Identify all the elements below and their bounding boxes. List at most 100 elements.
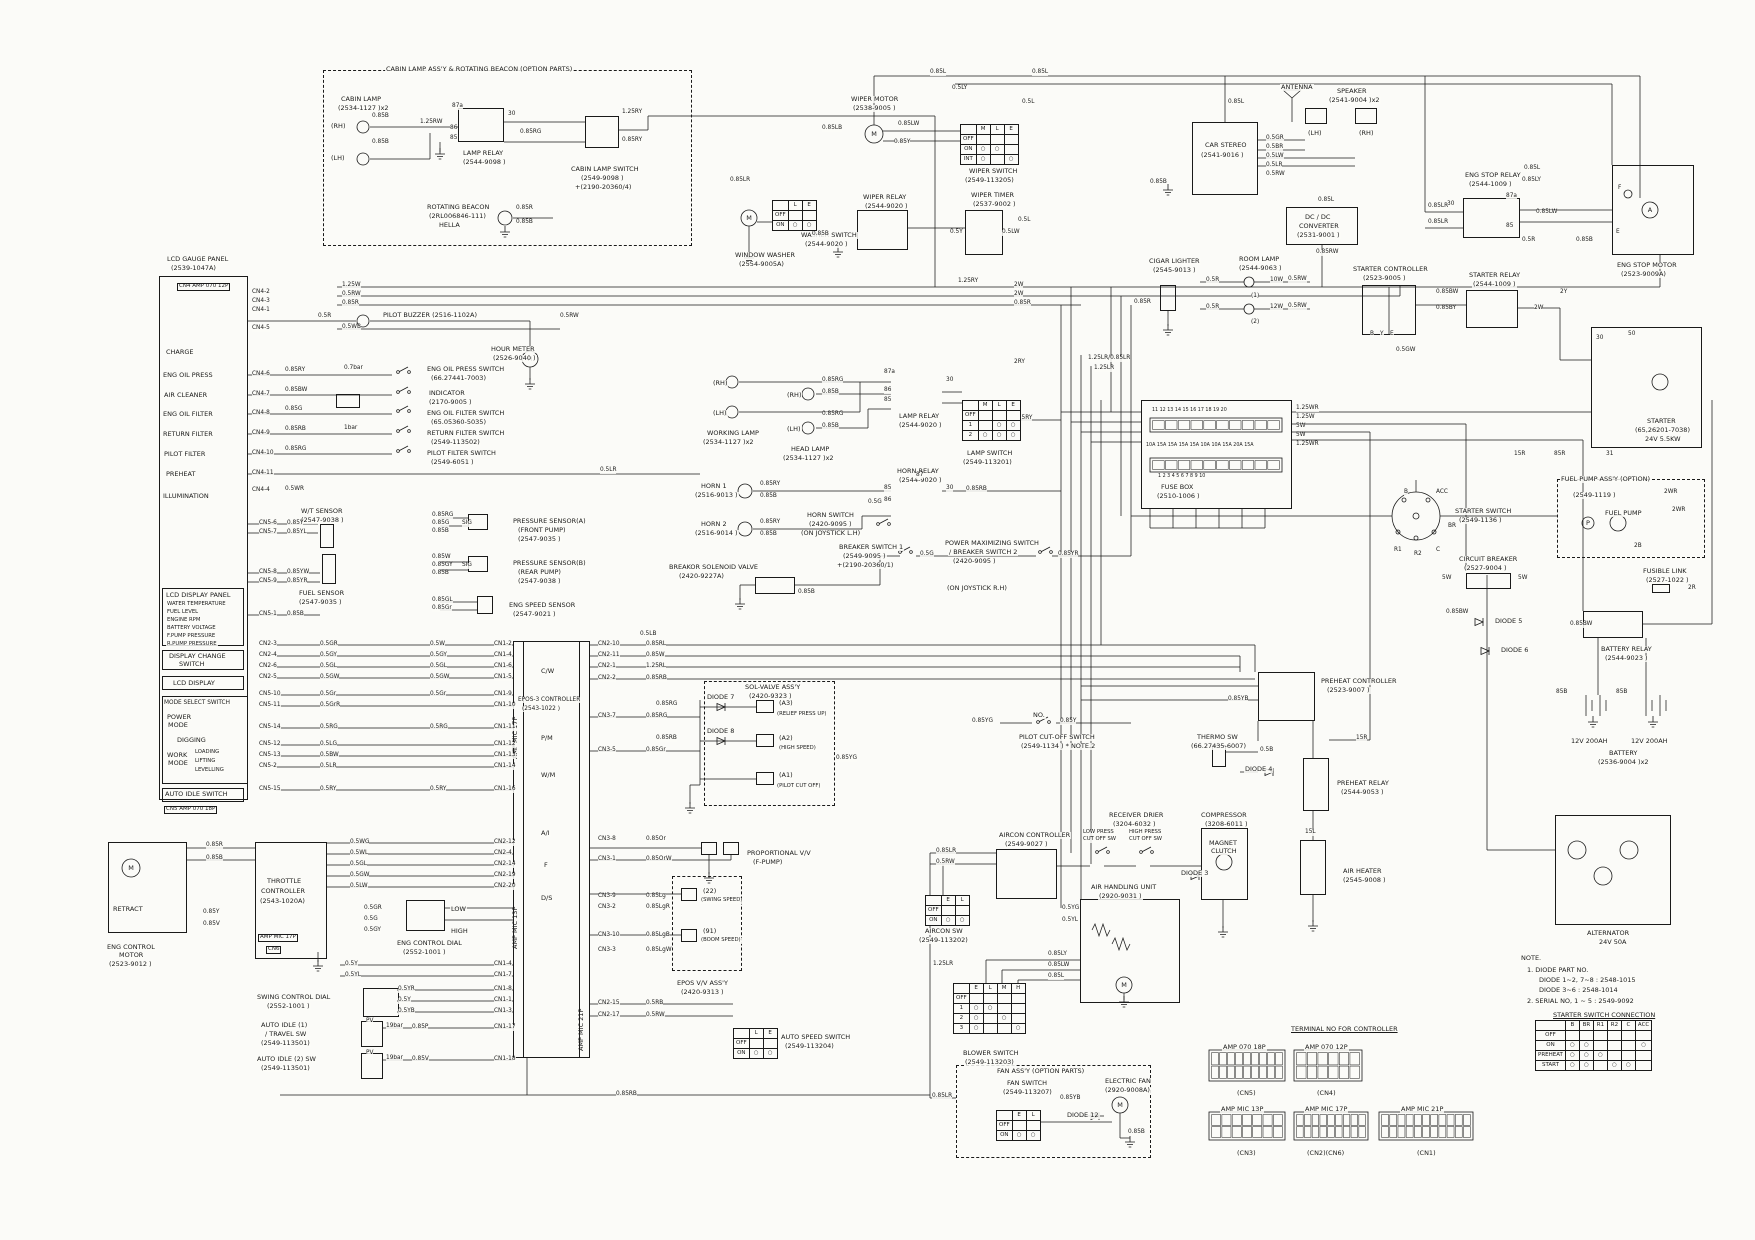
diagram-label: CONVERTER <box>1298 222 1340 230</box>
wire-label: R1 <box>1394 547 1402 554</box>
wire-label: 1bar <box>344 425 358 432</box>
wire-label: CN4-7 <box>252 391 270 398</box>
wire-label: 0.85RY <box>285 367 306 374</box>
wire-label: 0.5RY <box>320 786 337 793</box>
diagram-label: P/M <box>540 734 554 742</box>
switch-contact <box>407 449 411 453</box>
diagram-label: (2549-113202) <box>918 936 969 944</box>
pin-cell <box>1219 1065 1227 1079</box>
wire-label: 0.85V <box>203 921 220 928</box>
speaker-rh-body <box>1355 108 1377 124</box>
pin-cell <box>1229 460 1242 470</box>
wire-label: 0.85L <box>1032 69 1049 76</box>
wire-label: CN3-3 <box>598 947 616 954</box>
auto-idle-2-sym <box>361 1053 383 1079</box>
diagram-label: FUEL PUMP ASS'Y (OPTION) <box>1560 475 1652 483</box>
wire-label: CN5-2 <box>259 763 277 770</box>
wire-label: 0.5R <box>318 313 332 320</box>
component-circle <box>356 152 370 166</box>
symbol-letter: M <box>128 864 134 872</box>
pin-cell <box>1231 1126 1242 1138</box>
wire-label: 0.5Gr <box>430 691 447 698</box>
wire-label: 85R <box>1554 451 1566 458</box>
component-circle <box>1651 373 1669 391</box>
switch-contact <box>396 390 400 394</box>
diagram-label: WORK <box>166 751 189 759</box>
wire-label: 0.85YR <box>287 578 308 585</box>
wire-label: 2RY <box>1014 359 1025 366</box>
wire-label: 0.85RG <box>822 411 844 418</box>
diagram-label: AIR CLEANER <box>163 391 209 399</box>
diagram-label: WIPER TIMER <box>970 191 1016 199</box>
wire-label: CN4-5 <box>252 325 270 332</box>
wire-label: 0.85R <box>516 205 533 212</box>
pin-cell <box>1446 1126 1455 1138</box>
diagram-label: PILOT FILTER <box>163 450 207 458</box>
diode-icon <box>716 702 726 712</box>
diagram-label: LEVELLING <box>194 767 225 774</box>
switch-icon <box>399 425 409 431</box>
diagram-label: C/W <box>540 667 556 675</box>
diagram-label: (RELIEF PRESS UP) <box>776 711 828 718</box>
pin-cell <box>1190 420 1203 430</box>
component-circle <box>356 120 370 134</box>
wire-label: 0.5RG <box>320 724 338 731</box>
wire-label: 0.85BY <box>1436 305 1457 312</box>
throttle-controller <box>255 842 327 959</box>
diagram-label: (2523-9012 ) <box>108 960 153 968</box>
pin-grid <box>1378 1111 1474 1141</box>
wire-label: CN5-15 <box>259 786 281 793</box>
wire-label: 0.5R <box>1206 277 1220 284</box>
pin-cell <box>1273 1126 1283 1138</box>
diagram-label: AUTO SPEED SWITCH <box>780 1033 852 1041</box>
switch-icon <box>399 366 409 372</box>
prop-vv-coil-2 <box>723 842 739 855</box>
diagram-label: (2547-9035 ) <box>517 535 562 543</box>
wire-label: 2W <box>1014 282 1024 289</box>
diagram-label: (2547-9035 ) <box>298 598 343 606</box>
diagram-label: PREHEAT RELAY <box>1336 779 1390 787</box>
wire-label: R2 <box>1414 551 1422 558</box>
wire-label: 0.85YL <box>287 529 307 536</box>
diagram-label: (2538-9005 ) <box>852 104 897 112</box>
preheat-relay <box>1303 758 1329 811</box>
diagram-label: BATTERY VOLTAGE <box>166 625 217 632</box>
diagram-label: THERMO SW <box>1196 733 1239 741</box>
mode-select-switch <box>162 696 248 784</box>
diagram-label: WINDOW WASHER <box>734 251 796 259</box>
diagram-label: CHARGE <box>165 348 195 356</box>
diagram-label: (A1) <box>778 771 794 779</box>
diagram-label: PILOT BUZZER (2516-1102A) <box>382 311 479 319</box>
wire-label: CN1-12 <box>494 741 516 748</box>
component-circle <box>737 521 753 537</box>
diagram-label: FAN SWITCH <box>1006 1079 1049 1087</box>
wire-label: 1.25RL <box>646 663 667 670</box>
pin-cell <box>1211 1114 1221 1126</box>
wire-label: 0.85OrW <box>646 856 672 863</box>
pin-cell <box>1381 1114 1389 1126</box>
diagram-label: CAR STEREO <box>1204 141 1248 149</box>
wire-label: 0.85L <box>1228 99 1245 106</box>
wire-label: 31 <box>1606 451 1614 458</box>
wire-label: CN4-2 <box>252 289 270 296</box>
wire-label: 85 <box>450 135 458 142</box>
diagram-label: WIPER MOTOR <box>850 95 900 103</box>
pin-cell <box>1267 1065 1275 1079</box>
pin-cell <box>1267 1052 1275 1066</box>
diagram-label: (2523-9007 ) <box>1326 686 1371 694</box>
diagram-label: AMP MIC 13P <box>1220 1105 1265 1113</box>
wire-label: 0.5R <box>1206 304 1220 311</box>
diagram-label: (2545-9013 ) <box>1152 266 1197 274</box>
wire-label: 30 <box>1447 201 1455 208</box>
wire-label: (2) <box>1251 319 1260 326</box>
wire-label: 0.85GY <box>432 562 453 569</box>
diagram-label: STARTER RELAY <box>1468 271 1522 279</box>
pin-cell <box>1259 1052 1267 1066</box>
wire-label: CN1-7 <box>494 972 512 979</box>
wire-label: 1.25LR/0.85LR <box>1088 355 1131 362</box>
diagram-label: AUTO IDLE (2) SW <box>256 1055 317 1063</box>
eng-stop-relay <box>1463 198 1520 238</box>
wire-label: 0.85LgR <box>646 904 670 911</box>
